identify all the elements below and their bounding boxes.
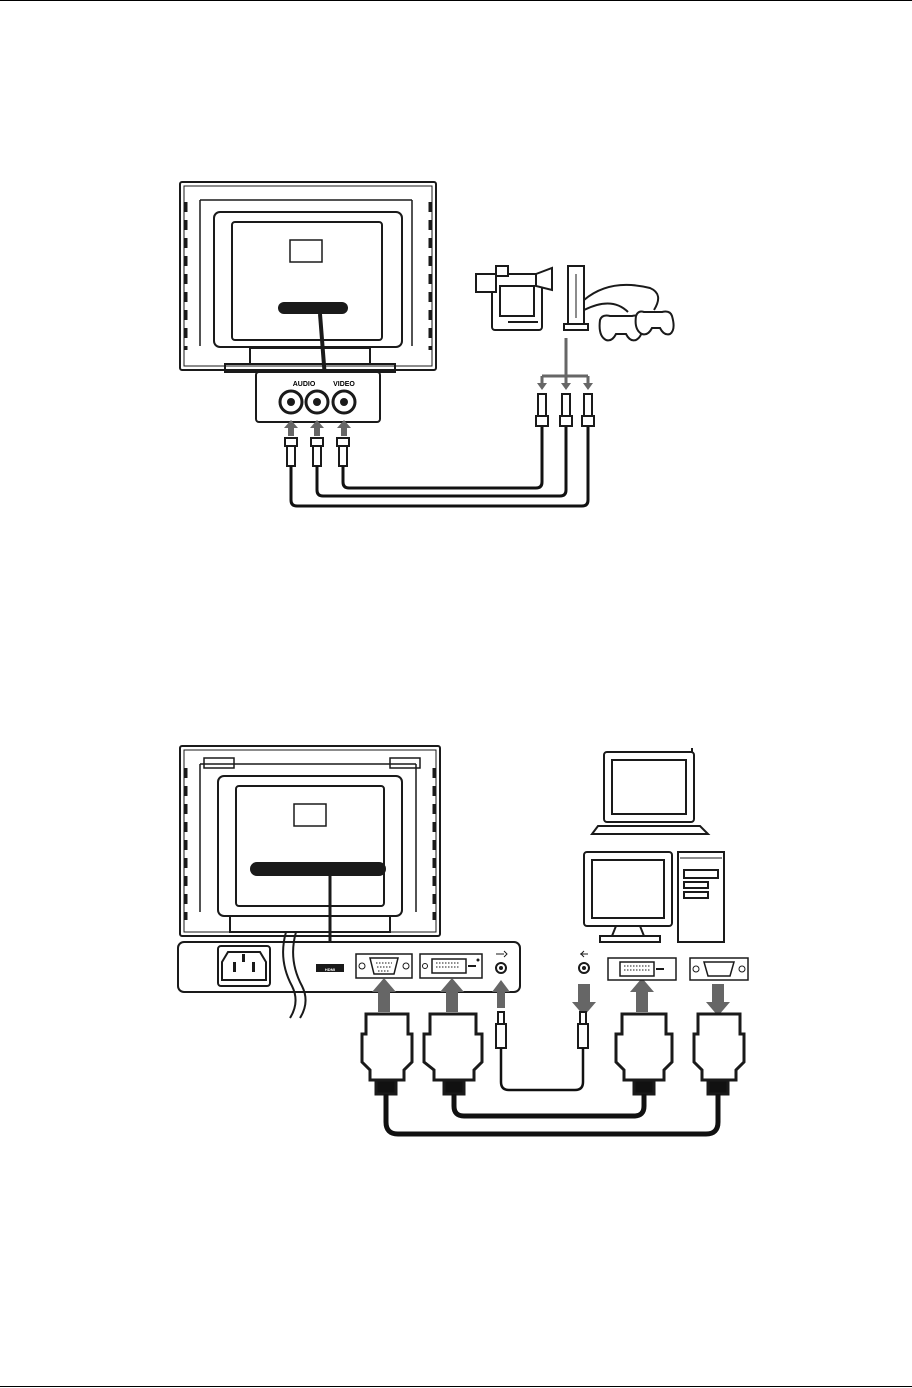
bottom-rule (0, 1386, 912, 1387)
audio-label: AUDIO (293, 381, 316, 388)
pc-tower-icon (678, 852, 724, 942)
pc-connection-diagram: HDMI (0, 740, 912, 1140)
device-output-lines (537, 338, 593, 390)
vga-plug-tv (362, 1014, 412, 1094)
monitor-icon (584, 852, 672, 942)
gamepad-icon (600, 312, 674, 341)
tv-label-bar-bottom (250, 862, 386, 876)
camcorder-icon (476, 266, 552, 330)
tv-rear-bottom (180, 746, 440, 936)
av-input-panel: AUDIO VIDEO (256, 372, 380, 422)
rca-plugs-tv-side (285, 438, 349, 466)
dvi-port (420, 954, 482, 978)
av-connection-diagram: AUDIO VIDEO (0, 170, 912, 520)
video-label: VIDEO (333, 381, 355, 388)
audio-plug-pc (578, 1012, 588, 1048)
rca-plugs-device-side (536, 394, 594, 426)
top-rule (0, 0, 912, 1)
pc-input-panel: HDMI (178, 942, 520, 992)
dvi-plug-pc (616, 1014, 672, 1094)
pc-vga-port (690, 958, 748, 980)
audio-plug-tv (496, 1012, 506, 1048)
vga-plug-pc (694, 1014, 744, 1094)
vga-port (356, 954, 412, 978)
tv-label-bar (278, 302, 348, 314)
laptop-icon (592, 748, 708, 834)
dvi-plug-tv (424, 1014, 482, 1094)
rca-cables (291, 426, 588, 506)
tv-rear-top (180, 182, 436, 372)
hdmi-label: HDMI (325, 967, 335, 972)
pc-audio-out (579, 951, 589, 973)
pc-dvi-port (608, 958, 676, 980)
